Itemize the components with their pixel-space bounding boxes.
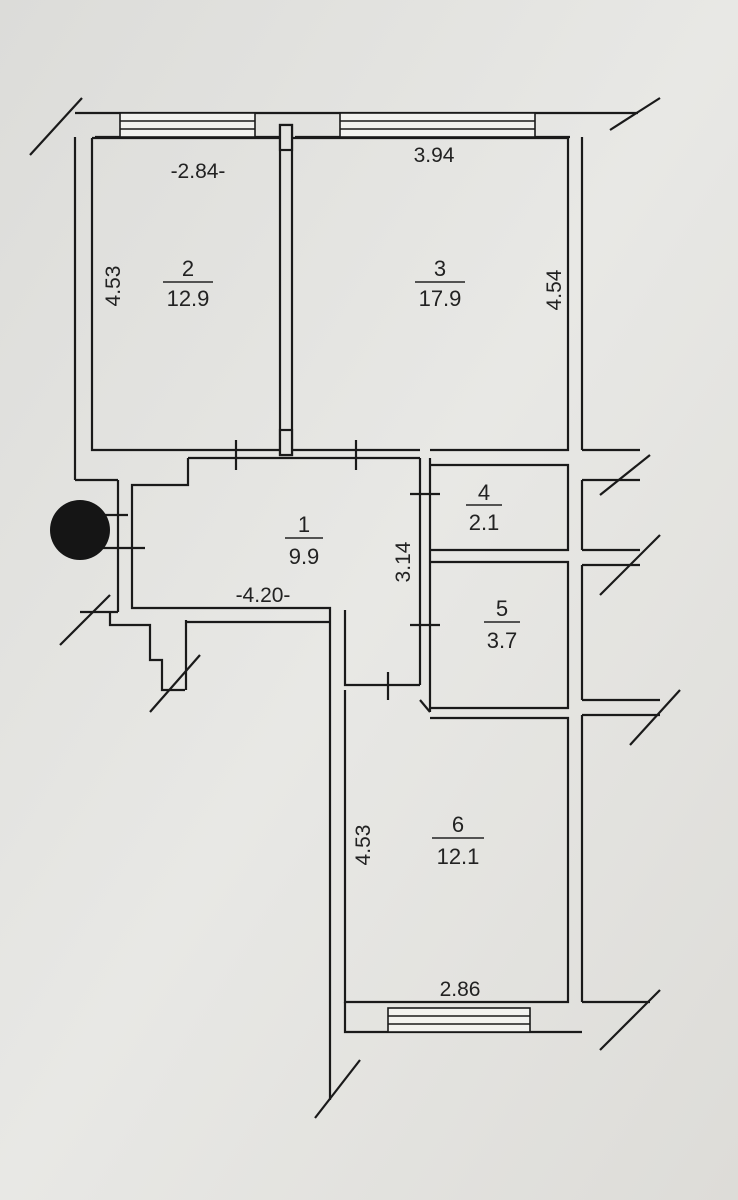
room-2-number: 2: [182, 256, 194, 281]
room-5-area: 3.7: [487, 628, 518, 653]
room1-height-label: 3.14: [392, 541, 415, 582]
room-labels: 2 12.9 3 17.9 1 9.9 4 2.1 5 3.7 6 12.1: [163, 256, 520, 869]
window-room3: [339, 112, 536, 138]
room3-height-label: 4.54: [543, 269, 566, 310]
window-room2: [119, 112, 256, 138]
room2-height-label: 4.53: [102, 266, 125, 307]
room2-width-label: -2.84-: [171, 160, 226, 183]
room3-width-label: 3.94: [414, 144, 455, 167]
room-5-number: 5: [496, 596, 508, 621]
room1-width-label: -4.20-: [236, 584, 291, 607]
walls: [29, 97, 681, 1119]
windows: [119, 112, 536, 1033]
room6-height-label: 4.53: [352, 825, 375, 866]
ink-blot: [50, 500, 110, 560]
room-1-number: 1: [298, 512, 310, 537]
room-3-area: 17.9: [419, 286, 462, 311]
room-1-area: 9.9: [289, 544, 320, 569]
room6-width-label: 2.86: [440, 978, 481, 1001]
room-2-area: 12.9: [167, 286, 210, 311]
room-4-number: 4: [478, 480, 490, 505]
room-6-area: 12.1: [437, 844, 480, 869]
dimension-labels: -2.84- 3.94 4.53 4.54 -4.20- 3.14 2.86 4…: [102, 144, 566, 1001]
room-4-area: 2.1: [469, 510, 500, 535]
room-3-number: 3: [434, 256, 446, 281]
window-room6: [387, 1007, 531, 1033]
room-6-number: 6: [452, 812, 464, 837]
